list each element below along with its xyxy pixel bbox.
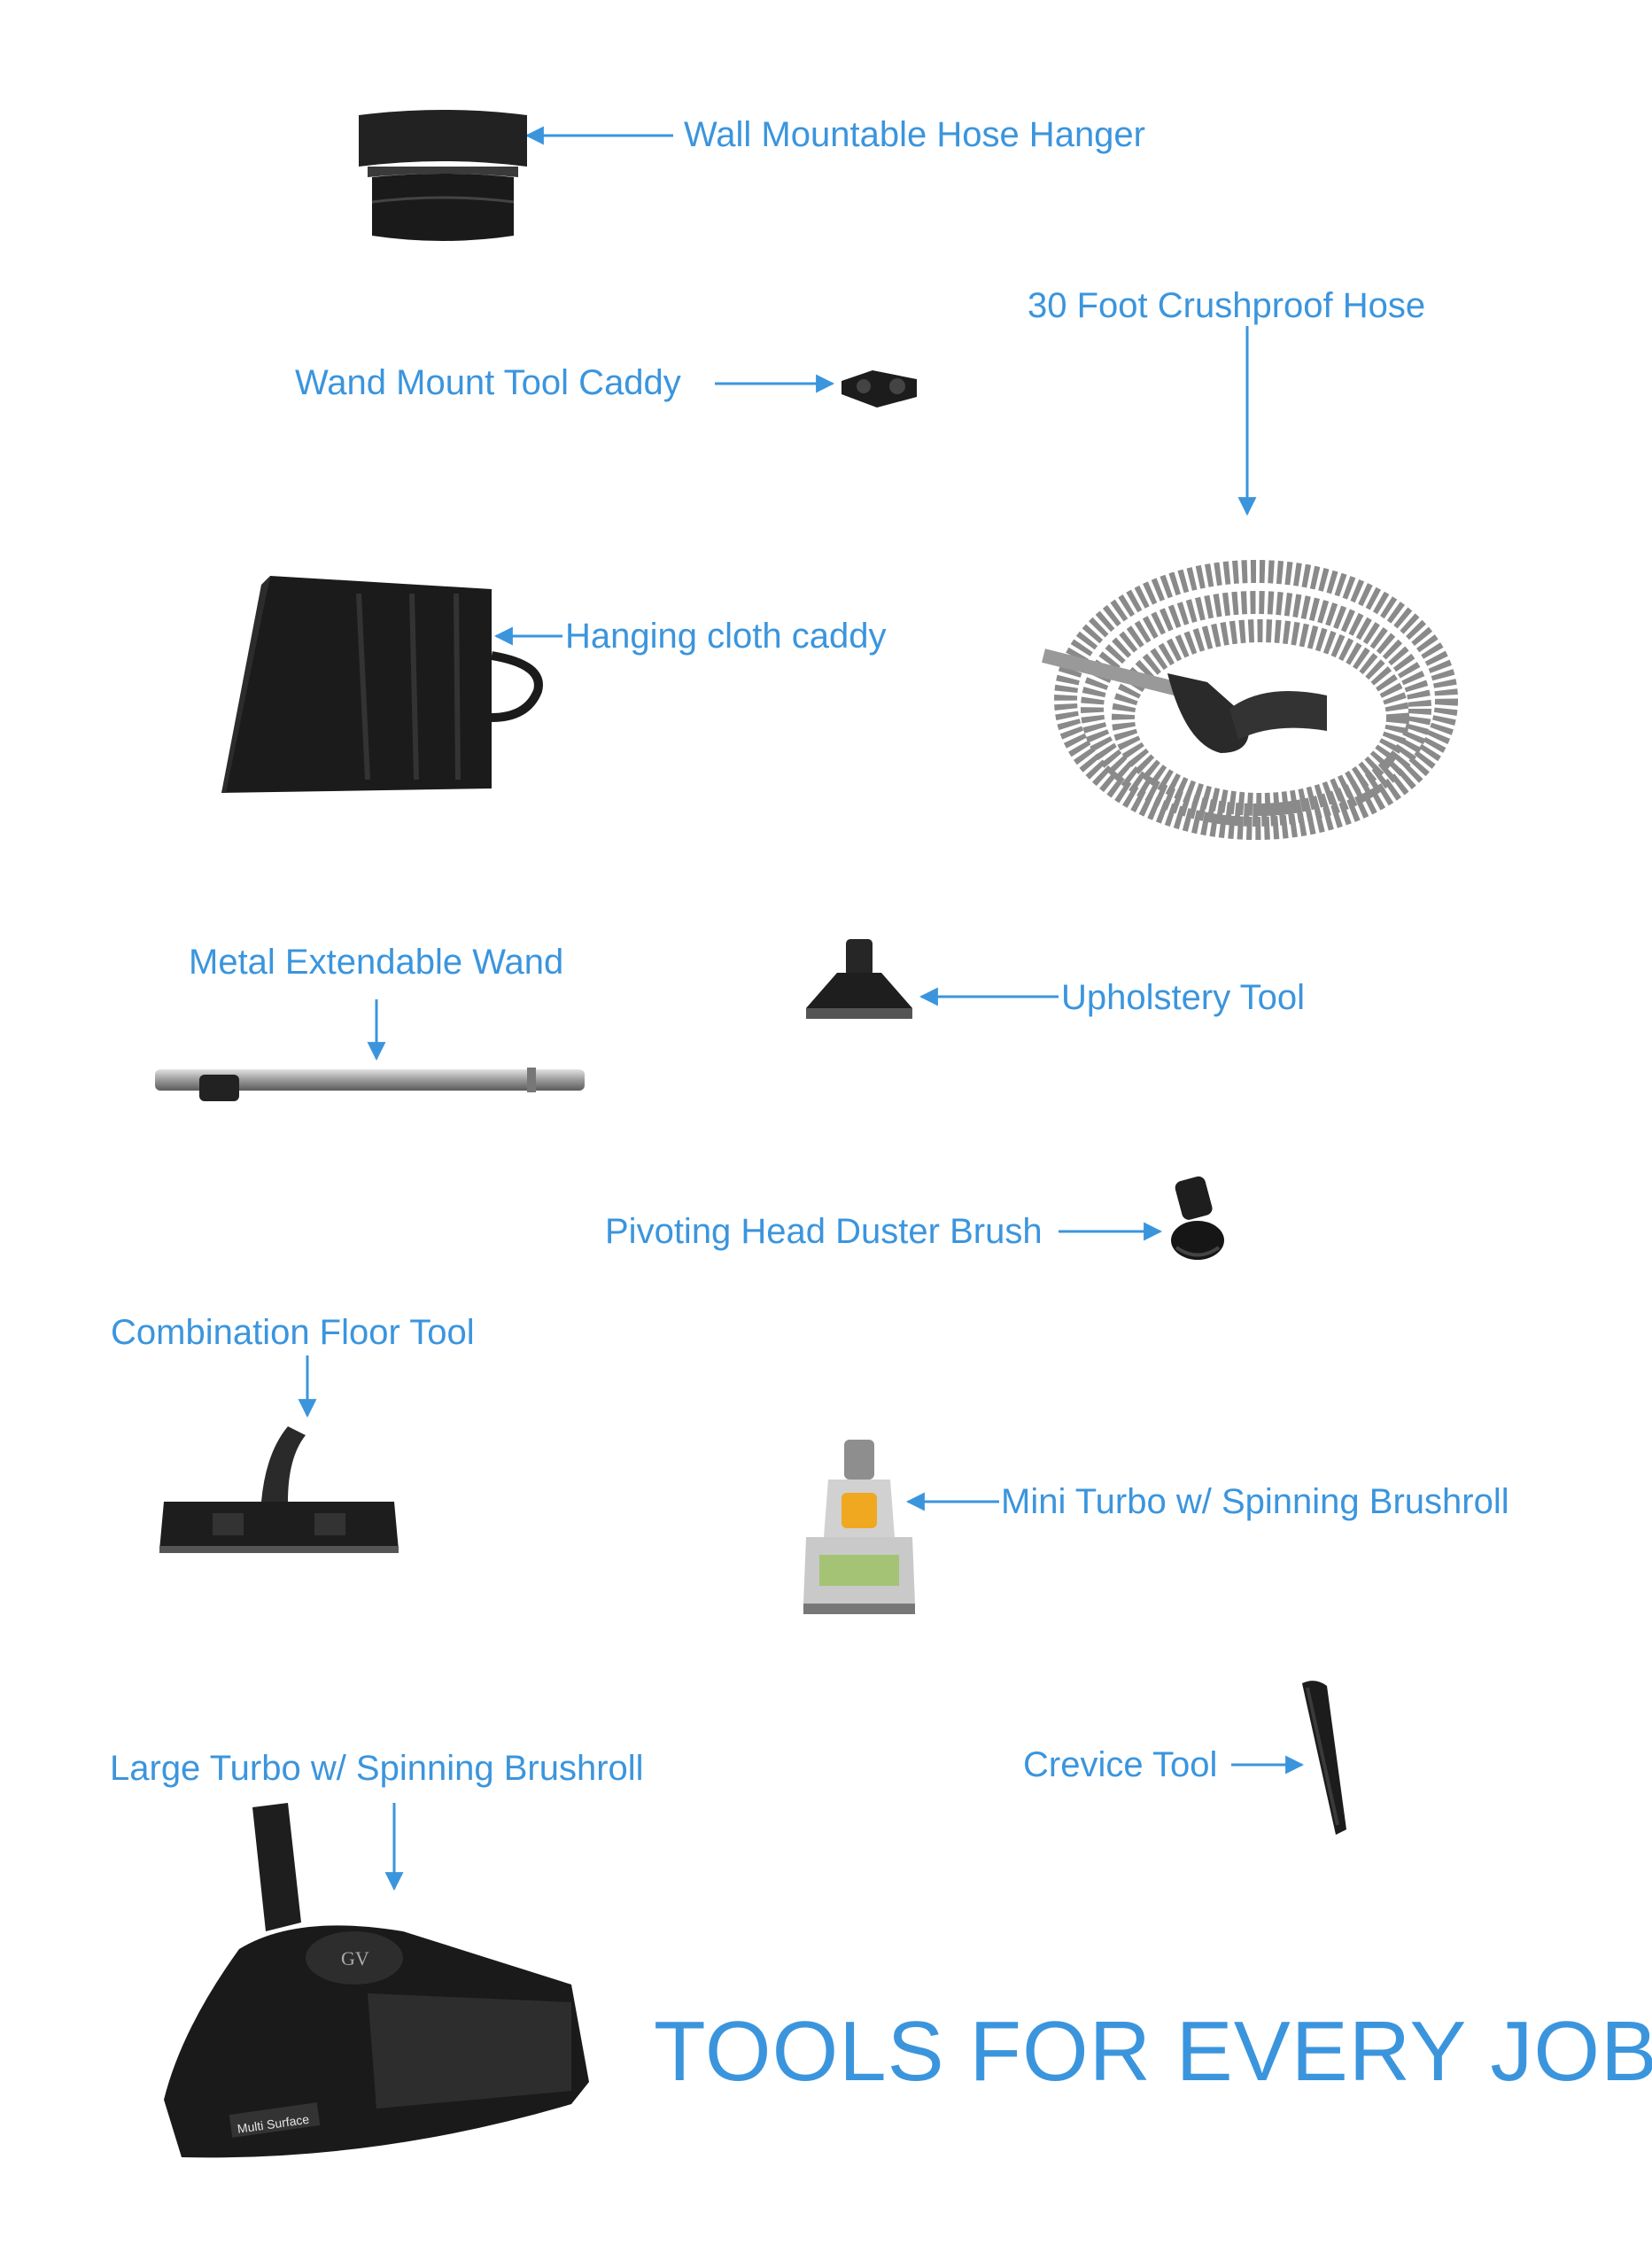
crushproof-hose-image xyxy=(1042,560,1458,840)
label-crevice: Crevice Tool xyxy=(1023,1745,1218,1784)
hose-hanger-image xyxy=(359,110,527,241)
upholstery-tool-image xyxy=(806,939,912,1019)
headline: TOOLS FOR EVERY JOB xyxy=(654,2004,1652,2099)
tool-caddy-image xyxy=(842,370,917,408)
cloth-caddy-image xyxy=(221,576,543,793)
label-large-turbo: Large Turbo w/ Spinning Brushroll xyxy=(110,1749,644,1788)
label-upholstery: Upholstery Tool xyxy=(1061,978,1305,1017)
mini-turbo-image xyxy=(803,1440,915,1614)
large-turbo-image: GV Multi Surface xyxy=(164,1803,589,2158)
turbo-logo: GV xyxy=(341,1947,369,1969)
floor-tool-image xyxy=(159,1426,399,1553)
label-hose-hanger: Wall Mountable Hose Hanger xyxy=(684,115,1145,154)
wand-image xyxy=(155,1068,585,1101)
label-crushproof-hose: 30 Foot Crushproof Hose xyxy=(1028,286,1426,325)
duster-brush-image xyxy=(1171,1176,1224,1260)
label-wand: Metal Extendable Wand xyxy=(189,943,564,982)
label-floor-tool: Combination Floor Tool xyxy=(111,1313,475,1352)
label-cloth-caddy: Hanging cloth caddy xyxy=(565,617,887,656)
crevice-tool-image xyxy=(1302,1681,1346,1835)
label-mini-turbo: Mini Turbo w/ Spinning Brushroll xyxy=(1001,1482,1509,1521)
label-tool-caddy: Wand Mount Tool Caddy xyxy=(295,363,681,402)
label-duster: Pivoting Head Duster Brush xyxy=(605,1212,1043,1251)
